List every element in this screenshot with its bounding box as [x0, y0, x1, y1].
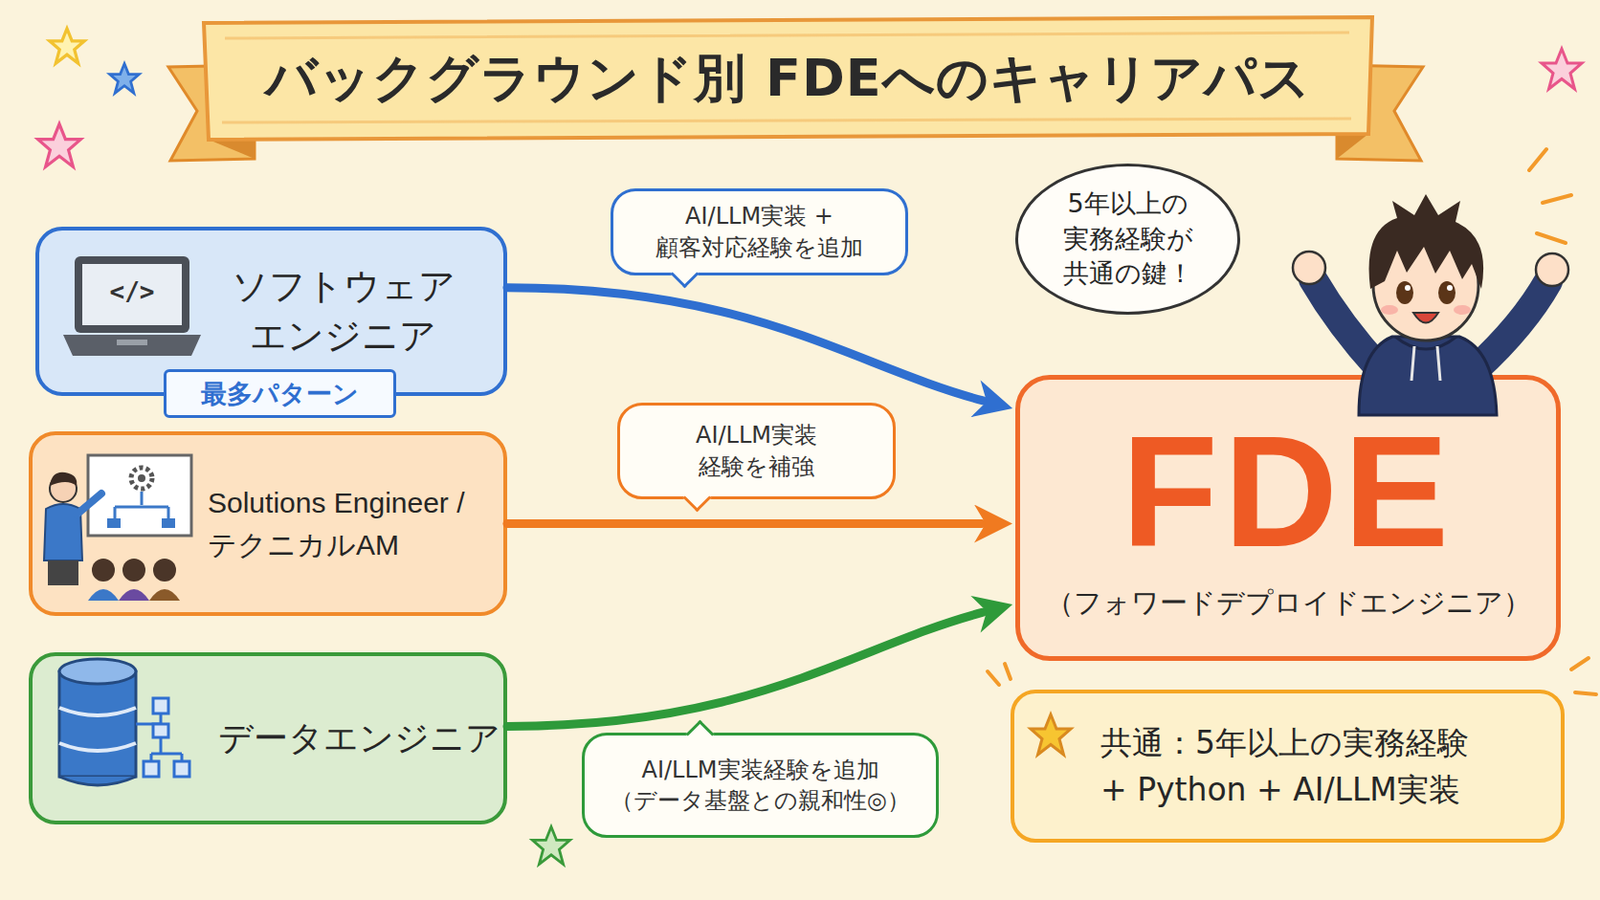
- career-arrow: [507, 612, 983, 727]
- edge-label-bubble: AI/LLM実装 + 顧客対応経験を追加: [610, 188, 909, 276]
- thought-cloud: 5年以上の実務経験が共通の鍵！: [1015, 163, 1241, 315]
- edge-label-bubble: AI/LLM実装経験を追加 （データ基盤との親和性◎）: [581, 733, 939, 839]
- star: [532, 826, 570, 865]
- ribbon-fold: [1336, 133, 1369, 159]
- target-box: FDE （フォワードデプロイドエンジニア）: [1015, 375, 1561, 662]
- summary-box: 共通：5年以上の実務経験 + Python + AI/LLM実装: [1010, 689, 1565, 844]
- ribbon-band: [203, 17, 1373, 140]
- node-text: データエンジニア: [218, 715, 501, 763]
- ribbon-tail: [168, 65, 255, 161]
- sparkle-lines: [987, 149, 1597, 695]
- node-text: （フォワードデプロイドエンジニア）: [1045, 584, 1532, 623]
- star: [49, 28, 85, 64]
- node-text: 最多パターン: [200, 377, 359, 412]
- source-box: ソフトウェア エンジニア最多パターン: [35, 226, 508, 397]
- star: [1541, 48, 1582, 89]
- badge-box: 最多パターン: [163, 369, 397, 419]
- star: [110, 64, 140, 94]
- node-text: 5年以上の実務経験が共通の鍵！: [1061, 186, 1196, 291]
- title-text: バックグラウンド別 FDEへのキャリアパス: [203, 21, 1373, 136]
- ribbon-fold: [208, 133, 255, 159]
- source-box: Solutions Engineer / テクニカルAM: [28, 431, 508, 617]
- star: [38, 124, 82, 168]
- node-text: ソフトウェア エンジニア: [223, 262, 464, 361]
- ribbon-tail: [1336, 65, 1423, 161]
- source-box: データエンジニア: [28, 652, 508, 825]
- node-text: 共通：5年以上の実務経験 + Python + AI/LLM実装: [1100, 719, 1484, 815]
- node-text: Solutions Engineer / テクニカルAM: [207, 482, 504, 566]
- node-text: FDE: [1121, 413, 1455, 572]
- career-arrow: [507, 519, 982, 529]
- edge-label-bubble: AI/LLM実装 経験を補強: [617, 402, 896, 500]
- career-arrow: [507, 288, 983, 401]
- screen-symbol: </>: [95, 277, 169, 307]
